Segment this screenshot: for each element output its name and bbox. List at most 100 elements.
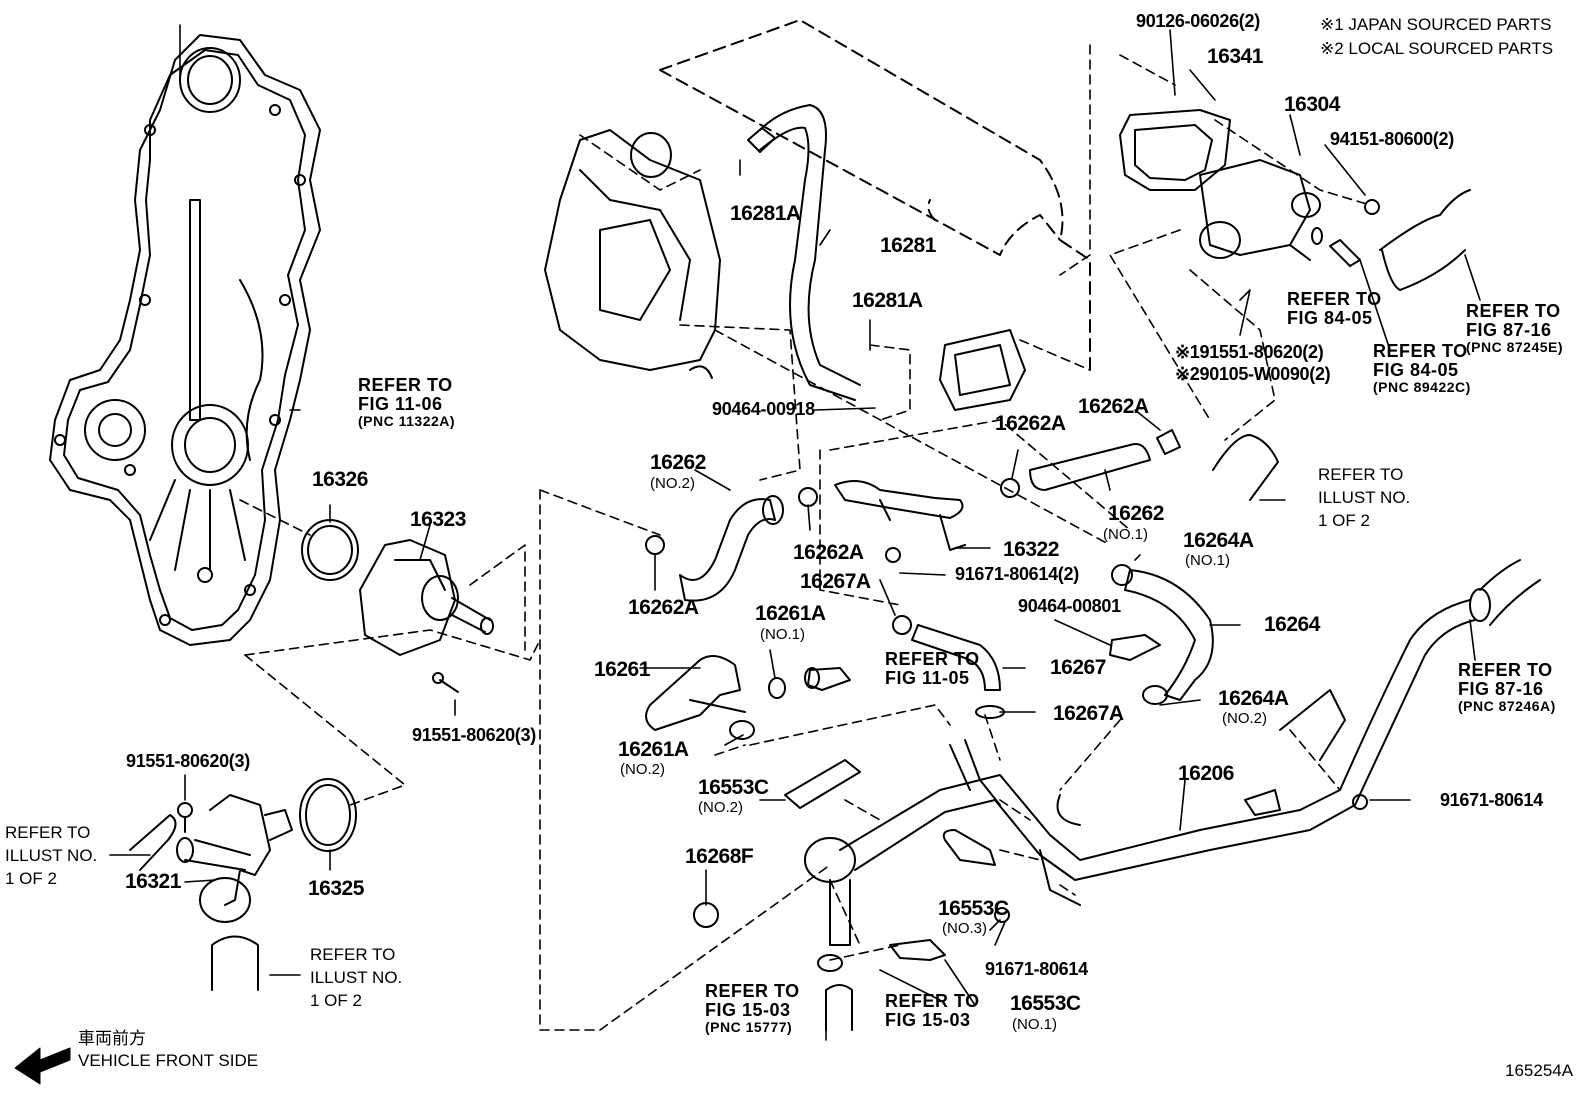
part-sub-16261A-no1: (NO.1) [760, 626, 805, 643]
part-label-16281A-upper[interactable]: 16281A [730, 202, 801, 225]
ref-illust-bottom-line3: 1 OF 2 [310, 990, 362, 1010]
part-label-16262A-b[interactable]: 16262A [793, 541, 864, 564]
part-label-16325[interactable]: 16325 [308, 877, 364, 900]
part-label-16206[interactable]: 16206 [1178, 762, 1234, 785]
ref-fig-15-03-right[interactable]: REFER TO FIG 15-03 [885, 992, 980, 1030]
engine-outline [659, 19, 1091, 371]
part-label-16267A-lower[interactable]: 16267A [1053, 702, 1124, 725]
part-label-16264[interactable]: 16264 [1264, 613, 1320, 636]
gasket-16326 [301, 519, 359, 581]
part-label-91551-80620-3-lower[interactable]: 91551-80620(3) [126, 751, 250, 771]
part-label-16281[interactable]: 16281 [880, 234, 936, 257]
ref-fig-87-16-upper[interactable]: REFER TO FIG 87-16 (PNC 87245E) [1466, 302, 1563, 354]
ref-fig-84-05-upper[interactable]: REFER TO FIG 84-05 [1287, 290, 1382, 328]
part-label-16321[interactable]: 16321 [125, 870, 181, 893]
hose-87245 [1379, 189, 1471, 291]
part-label-90464-00801[interactable]: 90464-00801 [1018, 596, 1121, 616]
part-label-16262-no2[interactable]: 16262 [650, 451, 706, 474]
hose-illust-right [1212, 434, 1279, 501]
part-label-16267[interactable]: 16267 [1050, 656, 1106, 679]
ref-illust-left-line3: 1 OF 2 [5, 868, 57, 888]
vehicle-front-arrow [14, 1047, 71, 1085]
ref-fig-84-05-upper-line2: FIG 84-05 [1287, 307, 1373, 328]
hose-15777 [825, 984, 853, 1031]
part-label-16264A-no1[interactable]: 16264A [1183, 529, 1254, 552]
part-label-16268F[interactable]: 16268F [685, 845, 754, 868]
bracket-16553C-no2 [784, 759, 861, 809]
ref-fig-87-16-lower-line1: REFER TO [1458, 660, 1553, 680]
part-label-16304[interactable]: 16304 [1284, 93, 1340, 116]
part-label-191551-80620[interactable]: ※191551-80620(2) [1175, 342, 1324, 362]
part-label-16264A-no2[interactable]: 16264A [1218, 687, 1289, 710]
ref-fig-15-03-left[interactable]: REFER TO FIG 15-03 (PNC 15777) [705, 982, 800, 1034]
ref-illust-bottom[interactable]: REFER TO ILLUST NO. 1 OF 2 [310, 944, 402, 1013]
ref-fig-11-06-line2: FIG 11-06 [358, 393, 443, 414]
ref-fig-11-06-pnc: (PNC 11322A) [358, 412, 456, 429]
ref-fig-15-03-left-line1: REFER TO [705, 981, 800, 1001]
part-label-16341[interactable]: 16341 [1207, 45, 1263, 68]
part-sub-16264A-no2: (NO.2) [1222, 710, 1267, 727]
part-label-90126-06026[interactable]: 90126-06026(2) [1136, 11, 1260, 31]
part-sub-16262-no1: (NO.1) [1103, 526, 1148, 543]
note-local-sourced: ※2 LOCAL SOURCED PARTS [1320, 39, 1554, 58]
hose-16262-no2 [679, 498, 776, 602]
part-label-16323[interactable]: 16323 [410, 508, 466, 531]
part-label-16553C-no3[interactable]: 16553C [938, 897, 1009, 920]
ref-fig-11-05[interactable]: REFER TO FIG 11-05 [885, 650, 980, 688]
hose-16261 [645, 655, 741, 731]
part-label-91671-80614-right[interactable]: 91671-80614 [1440, 790, 1543, 810]
water-inlet-16323 [359, 539, 494, 656]
ref-fig-11-06[interactable]: REFER TO FIG 11-06 (PNC 11322A) [358, 376, 455, 428]
part-label-16267A-upper[interactable]: 16267A [800, 570, 871, 593]
fitting-16261 [807, 667, 851, 691]
part-label-16281A-lower[interactable]: 16281A [852, 289, 923, 312]
water-outlet-16321 [176, 794, 293, 923]
part-label-16261A-no1[interactable]: 16261A [755, 602, 826, 625]
ref-fig-87-16-upper-pnc: (PNC 87245E) [1466, 338, 1564, 355]
part-sub-16553C-no1: (NO.1) [1012, 1016, 1057, 1033]
part-label-16553C-no1[interactable]: 16553C [1010, 992, 1081, 1015]
part-label-290105-W0090[interactable]: ※290105-W0090(2) [1175, 364, 1331, 384]
part-sub-16553C-no2: (NO.2) [698, 799, 743, 816]
part-label-90464-00918[interactable]: 90464-00918 [712, 399, 815, 419]
part-label-91551-80620-3-upper[interactable]: 91551-80620(3) [412, 725, 536, 745]
ref-fig-87-16-lower-line2: FIG 87-16 [1458, 678, 1544, 699]
ref-fig-11-06-line1: REFER TO [358, 375, 453, 395]
ref-fig-15-03-left-line2: FIG 15-03 [705, 999, 791, 1020]
ref-illust-right[interactable]: REFER TO ILLUST NO. 1 OF 2 [1318, 464, 1410, 533]
ref-fig-11-05-line1: REFER TO [885, 649, 980, 669]
ref-illust-right-line3: 1 OF 2 [1318, 510, 1370, 530]
gasket-16325 [299, 778, 357, 852]
ref-fig-87-16-upper-line2: FIG 87-16 [1466, 319, 1552, 340]
clip-16268F [693, 902, 719, 928]
ref-fig-84-05-lower[interactable]: REFER TO FIG 84-05 (PNC 89422C) [1373, 342, 1471, 394]
ref-fig-87-16-lower[interactable]: REFER TO FIG 87-16 (PNC 87246A) [1458, 661, 1556, 713]
part-label-94151-80600[interactable]: 94151-80600(2) [1330, 129, 1454, 149]
part-label-16261[interactable]: 16261 [594, 658, 650, 681]
part-label-16261A-no2[interactable]: 16261A [618, 738, 689, 761]
vehicle-front-label-en: VEHICLE FRONT SIDE [78, 1051, 259, 1070]
water-pipe-16206 [804, 559, 1541, 946]
part-label-91671-80614-bottom[interactable]: 91671-80614 [985, 959, 1088, 979]
bracket-16553C-no3 [942, 829, 996, 866]
ref-fig-84-05-upper-line1: REFER TO [1287, 289, 1382, 309]
ref-illust-left[interactable]: REFER TO ILLUST NO. 1 OF 2 [5, 822, 97, 891]
part-sub-16264A-no1: (NO.1) [1185, 552, 1230, 569]
part-sub-16553C-no3: (NO.3) [942, 920, 987, 937]
ref-illust-right-line1: REFER TO [1318, 465, 1404, 484]
part-sub-16261A-no2: (NO.2) [620, 761, 665, 778]
throttle-body [544, 129, 721, 379]
ref-fig-15-03-left-pnc: (PNC 15777) [705, 1018, 793, 1035]
part-label-16322[interactable]: 16322 [1003, 538, 1059, 561]
ref-fig-11-05-line2: FIG 11-05 [885, 667, 970, 688]
part-label-16262A-left[interactable]: 16262A [628, 596, 699, 619]
part-label-16326[interactable]: 16326 [312, 468, 368, 491]
part-label-16262A-top[interactable]: 16262A [1078, 395, 1149, 418]
ref-fig-84-05-lower-line1: REFER TO [1373, 341, 1468, 361]
thermostat-housing-16304 [1119, 109, 1380, 267]
part-label-91671-80614-2[interactable]: 91671-80614(2) [955, 564, 1079, 584]
part-label-16262-no1[interactable]: 16262 [1108, 502, 1164, 525]
part-label-16553C-no2[interactable]: 16553C [698, 776, 769, 799]
part-label-16262A-mid[interactable]: 16262A [995, 412, 1066, 435]
hose-stub-left [129, 814, 177, 871]
